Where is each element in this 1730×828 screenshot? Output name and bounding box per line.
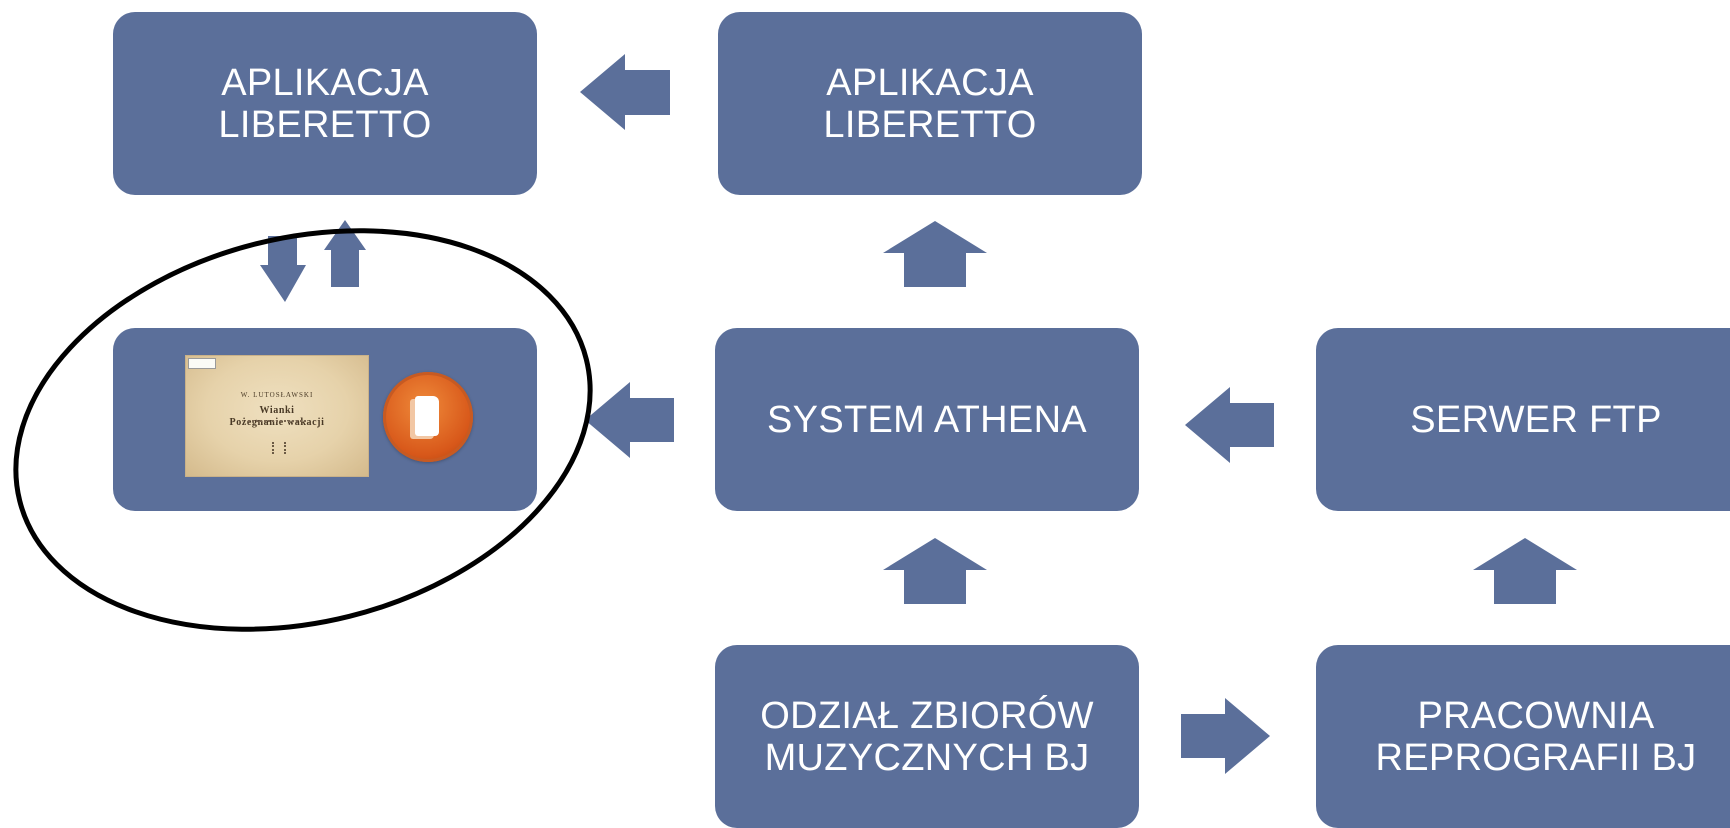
arrow-up-to-ftp-icon xyxy=(1473,538,1577,604)
node-label: SERWER FTP xyxy=(1410,398,1662,441)
node-label: ODZIAŁ ZBIORÓW MUZYCZNYCH BJ xyxy=(760,694,1094,779)
node-pracownia-reprografii: PRACOWNIA REPROGRAFII BJ xyxy=(1316,645,1730,828)
node-serwer-ftp: SERWER FTP xyxy=(1316,328,1730,511)
arrow-up-athena-icon xyxy=(883,221,987,287)
publisher-emblem-icon xyxy=(272,442,286,454)
node-aplikacja-liberetto-left: APLIKACJA LIBERETTO xyxy=(113,12,537,195)
thumbnail-subtitle-line xyxy=(248,420,306,425)
arrow-down-to-mobile-icon xyxy=(260,236,306,302)
node-label: APLIKACJA LIBERETTO xyxy=(218,61,432,146)
arrow-up-from-mobile-icon xyxy=(324,220,366,287)
library-label-sticker xyxy=(188,358,216,369)
node-aplikacja-liberetto-right: APLIKACJA LIBERETTO xyxy=(718,12,1142,195)
score-cover-thumbnail: W. LUTOSŁAWSKI Wianki Pożegnanie wakacji xyxy=(186,356,368,476)
book-glyph-icon xyxy=(415,396,439,436)
node-label: APLIKACJA LIBERETTO xyxy=(823,61,1037,146)
arrow-right-pracownia-icon xyxy=(1181,698,1270,774)
arrow-left-mobile-icon xyxy=(585,382,674,458)
node-system-athena: SYSTEM ATHENA xyxy=(715,328,1139,511)
arrow-left-aplikacja-icon xyxy=(580,54,670,130)
node-odzial-zbiorow: ODZIAŁ ZBIORÓW MUZYCZNYCH BJ xyxy=(715,645,1139,828)
book-app-icon xyxy=(383,372,473,462)
arrow-up-to-athena-icon xyxy=(883,538,987,604)
node-label: SYSTEM ATHENA xyxy=(767,398,1087,441)
arrow-left-athena-icon xyxy=(1185,387,1274,463)
node-mobile-app-preview: W. LUTOSŁAWSKI Wianki Pożegnanie wakacji xyxy=(113,328,537,511)
node-label: PRACOWNIA REPROGRAFII BJ xyxy=(1375,694,1697,779)
